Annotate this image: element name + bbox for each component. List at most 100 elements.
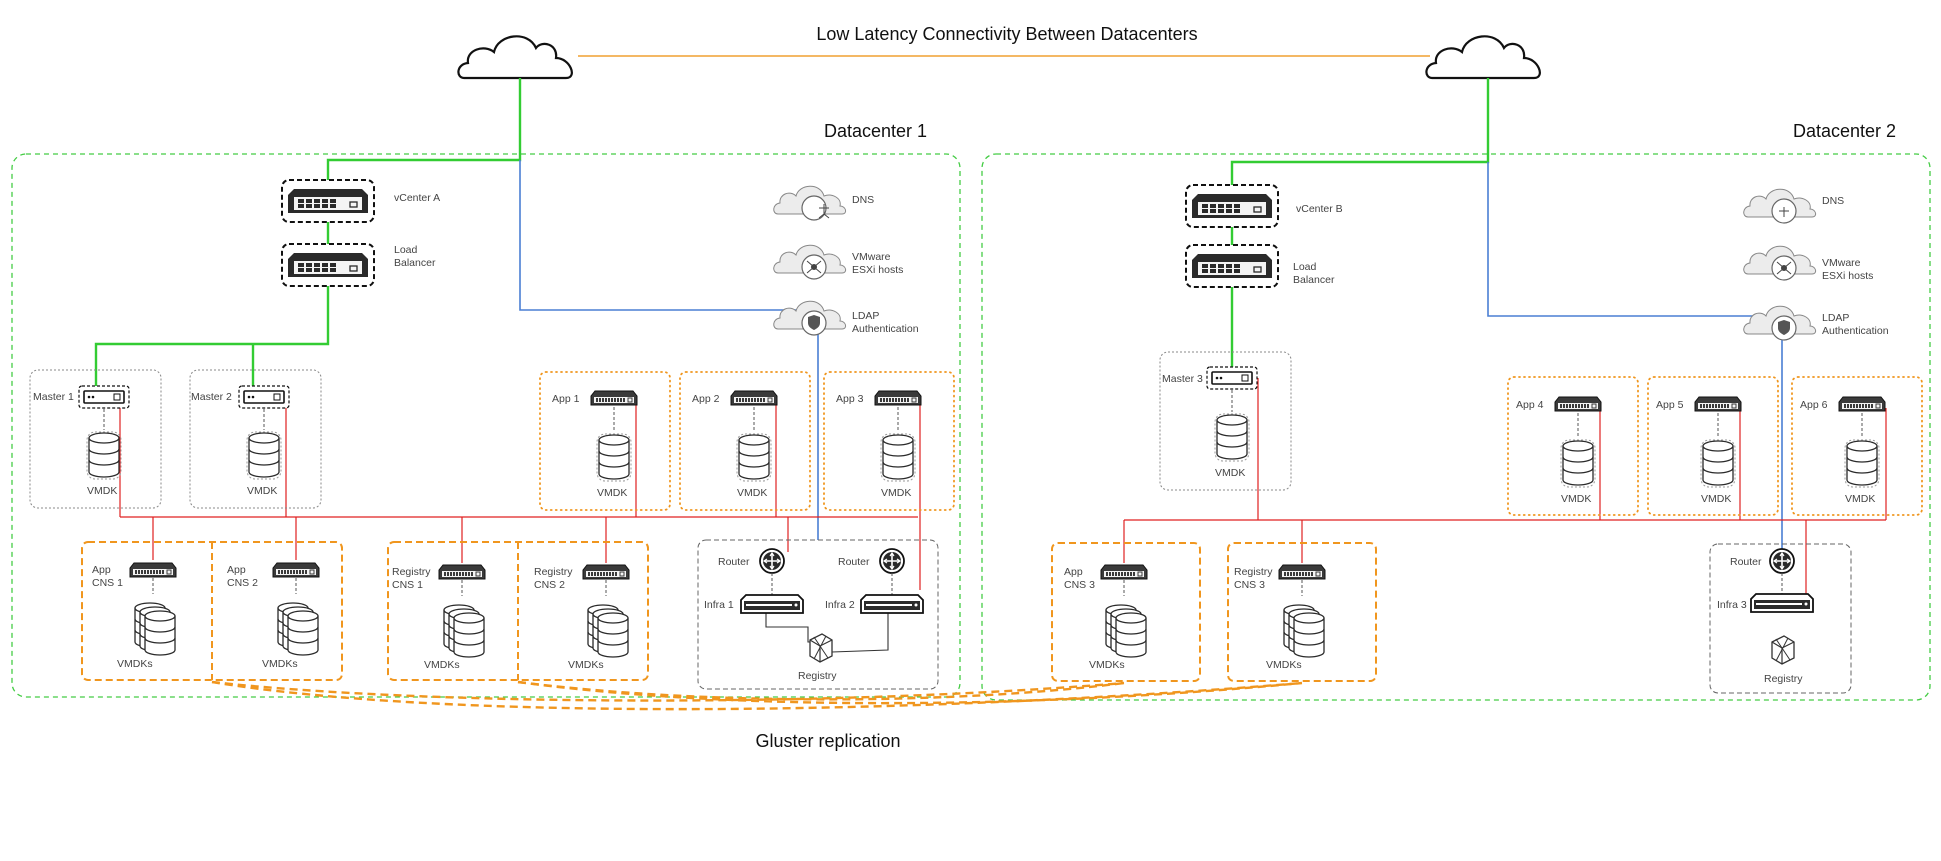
esxi-cloud-icon: [1743, 245, 1817, 281]
cns-server-icon: [438, 564, 486, 580]
database-cluster-icon: [1106, 605, 1146, 657]
ldap-label: LDAP: [852, 310, 879, 322]
app-node-group: [539, 371, 671, 511]
vmdks-label: VMDKs: [262, 658, 298, 670]
load-balancer-label: Balancer: [1293, 274, 1335, 286]
registry-label: Registry: [1764, 673, 1803, 685]
database-icon: [1560, 439, 1596, 488]
load-balancer-label: Load: [394, 244, 418, 256]
app-label: App 3: [836, 393, 864, 405]
cns-server-icon: [272, 562, 320, 578]
infra-label: Infra 3: [1717, 599, 1747, 611]
registry-icon: [1771, 635, 1795, 665]
vcenter-switch-icon: [1185, 184, 1279, 228]
cns-server-icon: [129, 562, 177, 578]
dns-cloud-icon: [773, 185, 847, 221]
vmdk-label: VMDK: [1845, 493, 1875, 505]
vcenter-switch-icon: [281, 179, 375, 223]
esxi-label: ESXi hosts: [1822, 270, 1873, 282]
database-cluster-icon: [135, 603, 175, 655]
load-balancer-label: Load: [1293, 261, 1317, 273]
vcenter-label: vCenter B: [1296, 203, 1343, 215]
app-server-icon: [730, 390, 778, 406]
management-links: [94, 78, 1490, 387]
vmdk-label: VMDK: [597, 487, 627, 499]
cns-label: CNS 3: [1234, 579, 1265, 591]
app-node-group: [1647, 376, 1779, 516]
router-label: Router: [718, 556, 750, 568]
load-balancer-switch-icon: [281, 243, 375, 287]
app-server-icon: [1694, 396, 1742, 412]
router-label: Router: [1730, 556, 1762, 568]
dns-label: DNS: [852, 194, 874, 206]
infra-node-group: [1709, 543, 1852, 694]
database-cluster-icon: [444, 605, 484, 657]
dns-cloud-icon: [1743, 188, 1817, 224]
cns-label: Registry: [534, 566, 573, 578]
app-server-icon: [1838, 396, 1886, 412]
app-label: App 6: [1800, 399, 1828, 411]
vmdk-label: VMDK: [1215, 467, 1245, 479]
vmdk-label: VMDK: [247, 485, 277, 497]
ldap-cloud-icon: [773, 300, 847, 336]
database-icon: [1214, 413, 1250, 462]
ldap-cloud-icon: [1743, 305, 1817, 341]
cns-label: App: [1064, 566, 1083, 578]
cns-label: CNS 2: [534, 579, 565, 591]
app-server-icon: [874, 390, 922, 406]
router-icon: [879, 548, 905, 574]
vmdks-label: VMDKs: [117, 658, 153, 670]
vmdk-label: VMDK: [87, 485, 117, 497]
master-label: Master 2: [191, 391, 232, 403]
cns-label: CNS 3: [1064, 579, 1095, 591]
infra-label: Infra 2: [825, 599, 855, 611]
vmdks-label: VMDKs: [1089, 659, 1125, 671]
registry-icon: [809, 633, 833, 663]
master-node-group: [189, 369, 322, 509]
gluster-replication-links: [211, 680, 1303, 711]
master-server-icon: [238, 385, 290, 409]
app-server-icon: [1554, 396, 1602, 412]
master-label: Master 1: [33, 391, 74, 403]
node-network: [119, 378, 1887, 598]
vcenter-label: vCenter A: [394, 192, 440, 204]
ldap-links: [519, 160, 1783, 560]
router-icon: [1769, 548, 1795, 574]
vmdk-label: VMDK: [881, 487, 911, 499]
infra-server-icon: [860, 594, 924, 614]
database-icon: [86, 431, 122, 480]
registry-label: Registry: [798, 670, 837, 682]
master-server-icon: [1206, 366, 1258, 390]
cloud-icon: [457, 35, 573, 80]
cloud-icon: [1425, 35, 1541, 80]
database-icon: [596, 433, 632, 482]
app-label: App 5: [1656, 399, 1684, 411]
database-icon: [1844, 439, 1880, 488]
app-node-group: [823, 371, 955, 511]
cns-label: CNS 1: [92, 577, 123, 589]
database-cluster-icon: [588, 605, 628, 657]
gluster-replication-label: Gluster replication: [755, 731, 900, 751]
ldap-label: LDAP: [1822, 312, 1849, 324]
master-label: Master 3: [1162, 373, 1203, 385]
dns-label: DNS: [1822, 195, 1844, 207]
page-title: Low Latency Connectivity Between Datacen…: [816, 24, 1197, 44]
vmdks-label: VMDKs: [424, 659, 460, 671]
cns-label: CNS 1: [392, 579, 423, 591]
vmdk-label: VMDK: [1701, 493, 1731, 505]
cns-label: Registry: [392, 566, 431, 578]
infra-server-icon: [740, 594, 804, 614]
load-balancer-switch-icon: [1185, 244, 1279, 288]
database-cluster-icon: [1284, 605, 1324, 657]
load-balancer-label: Balancer: [394, 257, 436, 269]
datacenter-label: Datacenter 2: [1793, 121, 1896, 141]
router-label: Router: [838, 556, 870, 568]
datacenter-label: Datacenter 1: [824, 121, 927, 141]
ldap-label: Authentication: [1822, 325, 1889, 337]
database-icon: [1700, 439, 1736, 488]
app-node-group: [1507, 376, 1639, 516]
database-icon: [246, 431, 282, 480]
esxi-label: VMware: [852, 251, 891, 263]
cns-label: Registry: [1234, 566, 1273, 578]
